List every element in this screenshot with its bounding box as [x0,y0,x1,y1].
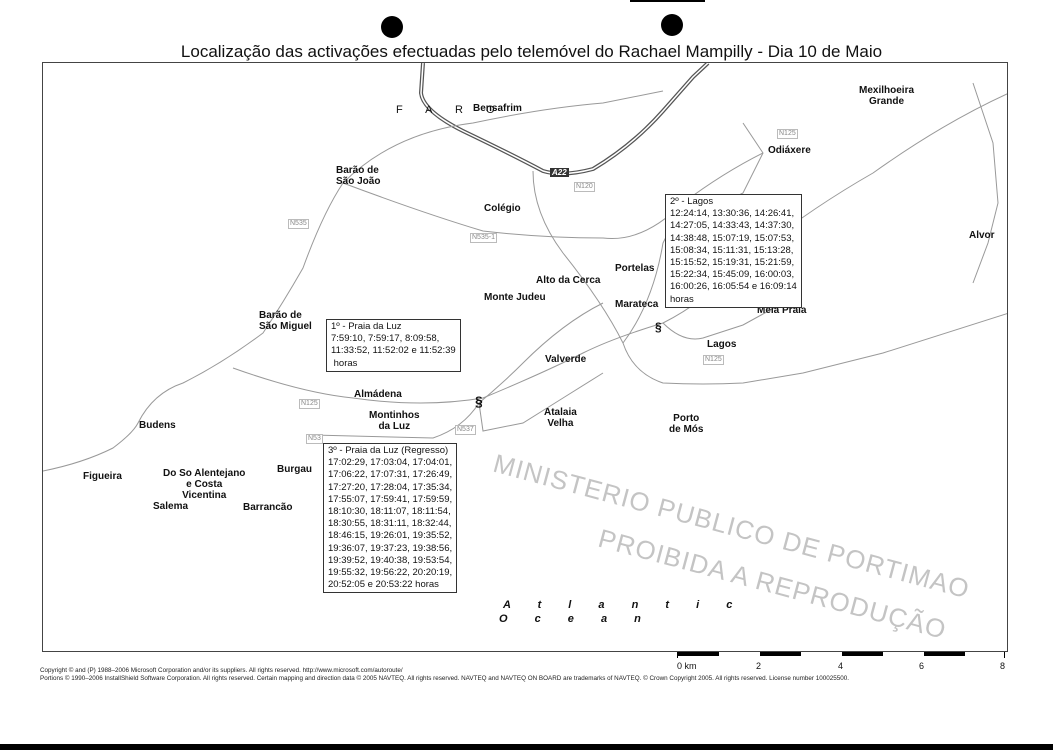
road [662,302,784,340]
ocean-label-1: A t l a n t i c [503,599,745,611]
place-valverde: Valverde [545,354,587,365]
callout-1-praia-da-luz: 1º - Praia da Luz 7:59:10, 7:59:17, 8:09… [326,319,461,372]
callout-line: 15:15:52, 15:19:31, 15:21:59, [670,257,795,269]
ocean-label-2: O c e a n [499,613,653,625]
phone-activation-marker[interactable]: § [475,393,483,409]
road [972,82,999,284]
callout-line: 14:27:05, 14:33:43, 14:37:30, [670,220,795,232]
scale-tick: 6 [919,661,925,671]
road [478,302,604,404]
place-barao-sao-miguel: Barão de São Miguel [259,310,312,332]
scale-tick: 2 [756,661,762,671]
road-label-n535: N535 [288,219,309,229]
road-label-n125: N125 [777,129,798,139]
place-barrancao: Barrancão [243,502,293,513]
scale-tick: 8 [1000,661,1006,671]
callout-3-praia-da-luz-regresso: 3º - Praia da Luz (Regresso) 17:02:29, 1… [323,443,458,594]
page-title: Localização das activações efectuadas pe… [180,42,883,61]
callout-line: horas [331,357,358,369]
place-colegio: Colégio [484,203,521,214]
callout-line: 17:27:20, 17:28:04, 17:35:34, [328,481,453,493]
road [43,90,664,472]
copyright-line: Copyright © and (P) 1988–2006 Microsoft … [40,667,403,674]
callout-line: 14:38:48, 15:07:19, 15:07:53, [670,232,795,244]
callout-line: 17:06:22, 17:07:31, 17:26:49, [328,469,453,481]
place-barao-sao-joao: Barão de São João [336,165,381,187]
place-marateca: Marateca [615,299,659,310]
place-monte-judeu: Monte Judeu [484,292,546,303]
scan-edge-bottom [0,744,1053,750]
scale-tick: 4 [838,661,844,671]
region-label: F A R O [396,104,505,116]
callout-title: 1º - Praia da Luz [331,321,402,332]
road-label-n535-1: N535-1 [470,233,497,243]
callout-line: 17:55:07, 17:59:41, 17:59:59, [328,493,453,505]
place-porto-de-mos: Porto de Mós [669,413,704,435]
place-salema: Salema [153,501,189,512]
place-figueira: Figueira [83,471,122,482]
road [232,93,1007,404]
callout-title: 3º - Praia da Luz (Regresso) [328,445,449,456]
scan-edge-top [630,0,705,2]
place-montinhos-da-luz: Montinhos da Luz [369,410,420,432]
punch-hole [381,16,403,38]
road-label-n120: N120 [574,182,595,192]
place-burgau: Burgau [277,464,312,475]
phone-activation-marker[interactable]: § [655,320,662,334]
park-label: Do So Alentejano e Costa Vicentina [163,468,246,501]
road-network [43,63,1007,472]
road [342,152,764,240]
copyright-line: Portions © 1990–2006 InstallShield Softw… [40,674,849,682]
road-label-n125: N125 [299,399,320,409]
place-bensafrim: Bensafrim [473,103,522,114]
scale-bar [677,652,1005,658]
place-portelas: Portelas [615,263,655,274]
callout-line: 18:10:30, 18:11:07, 18:11:54, [328,506,451,518]
callout-title: 2º - Lagos [670,196,714,207]
callout-2-lagos: 2º - Lagos 12:24:14, 13:30:36, 14:26:41,… [665,194,802,308]
motorway-a22 [418,63,710,176]
callout-line: 11:33:52, 11:52:02 e 11:52:39 [331,345,456,357]
copyright-notice: Copyright © and (P) 1988–2006 Microsoft … [40,667,980,682]
callout-line: 16:00:26, 16:05:54 e 16:09:14 [670,281,797,293]
place-odiaxere: Odiáxere [768,145,811,156]
place-budens: Budens [139,420,176,431]
place-lagos: Lagos [707,339,737,350]
place-alto-da-cerca: Alto da Cerca [536,275,601,286]
callout-line: 19:55:32, 19:56:22, 20:20:19, [328,567,453,579]
callout-line: horas [670,293,694,305]
punch-hole [661,14,683,36]
place-almadena: Almádena [354,389,402,400]
callout-line: 15:08:34, 15:11:31, 15:13:28, [670,244,794,256]
road-shield-a22: A22 [550,168,569,177]
callout-line: 20:52:05 e 20:53:22 horas [328,579,439,591]
callout-line: 19:36:07, 19:37:23, 19:38:56, [328,542,453,554]
place-mexilhoeira-grande: Mexilhoeira Grande [859,85,915,107]
callout-line: 7:59:10, 7:59:17, 8:09:58, [331,333,440,345]
place-atalaia-velha: Atalaia Velha [544,407,577,429]
callout-line: 18:46:15, 19:26:01, 19:35:52, [328,530,453,542]
scale-tick: 0 km [677,661,697,671]
place-meia-praia: Meia Praia [757,305,807,316]
road-label-n537: N537 [455,425,476,435]
road [622,202,684,344]
callout-line: 15:22:34, 15:45:09, 16:00:03, [670,269,795,281]
road [478,372,604,432]
road-label-n125: N125 [703,355,724,365]
callout-line: 18:30:55, 18:31:11, 18:32:44, [328,518,452,530]
place-alvor: Alvor [969,230,995,241]
callout-line: 12:24:14, 13:30:36, 14:26:41, [670,208,795,220]
road-label-n53: N53 [306,434,323,444]
callout-line: 19:39:52, 19:40:38, 19:53:54, [328,554,453,566]
map[interactable]: MINISTERIO PUBLICO DE PORTIMAO PROIBIDA … [42,62,1008,652]
callout-line: 17:02:29, 17:03:04, 17:04:01, [328,457,453,469]
